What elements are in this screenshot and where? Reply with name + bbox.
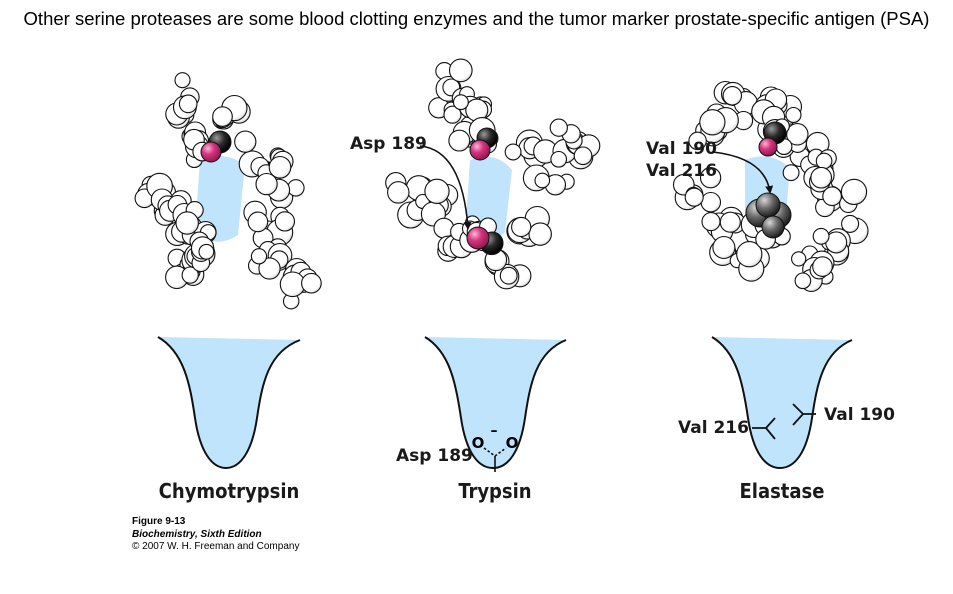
val-atom [761, 215, 785, 239]
atom-sphere [274, 211, 296, 232]
slide-title: Other serine proteases are some blood cl… [23, 8, 930, 29]
elastase-pocket-val190-label: Val 190 [824, 405, 895, 425]
atom-sphere [810, 166, 833, 189]
elastase-val216-label: Val 216 [646, 161, 717, 181]
atom-sphere [504, 143, 522, 161]
trypsin-pocket-asp189-label: Asp 189 [396, 446, 473, 466]
atom-sphere [785, 106, 802, 124]
atom-sphere [794, 272, 812, 290]
atom-sphere [736, 241, 763, 268]
atom-sphere [722, 86, 743, 106]
atom-sphere [250, 248, 268, 265]
atom-sphere [175, 211, 199, 235]
atom-sphere [812, 227, 830, 245]
val216-side-chain [752, 417, 776, 440]
book-title: Biochemistry, Sixth Edition [132, 528, 262, 540]
ser-oxygen-atom [469, 139, 491, 161]
atom-sphere [234, 130, 257, 153]
atom-sphere [701, 212, 721, 232]
atom-sphere [782, 164, 800, 182]
atom-sphere [174, 72, 191, 89]
atom-sphere [287, 179, 305, 197]
carboxylate-oxygen-left: O [472, 434, 485, 452]
atom-sphere [684, 187, 704, 207]
trypsin-asp189-arrow [419, 145, 472, 230]
atom-sphere [424, 178, 450, 204]
copyright: © 2007 W. H. Freeman and Company [132, 541, 300, 552]
trypsin-label: Trypsin [458, 479, 531, 503]
figure-caption: Figure 9-13 Biochemistry, Sixth Edition … [132, 516, 299, 554]
atom-sphere [699, 167, 722, 189]
carboxylate-oxygen-right: O [506, 434, 519, 452]
atom-sphere [268, 155, 292, 179]
atom-sphere [549, 118, 568, 137]
atom-sphere [301, 272, 322, 294]
atom-sphere [448, 129, 471, 152]
chymotrypsin-space-fill-model [134, 72, 322, 310]
atom-sphere [499, 266, 518, 285]
atom-sphere [258, 257, 281, 280]
atom-sphere [387, 181, 410, 204]
atom-sphere [791, 251, 807, 267]
elastase-valine-side-chains: Val 216 Val 190 [678, 403, 895, 440]
atom-sphere [700, 191, 722, 213]
val-atom [755, 192, 781, 218]
trypsin-pocket-shape [425, 337, 566, 468]
chymotrypsin-binding-pocket-highlight [195, 156, 245, 242]
atom-sphere [448, 58, 473, 83]
ser189-oxygen-atom [200, 141, 222, 163]
atom-sphere [550, 150, 568, 168]
elastase-label: Elastase [740, 479, 825, 503]
atom-sphere [719, 211, 741, 233]
trypsin-asp189-label: Asp 189 [350, 134, 427, 154]
trypsin-space-fill-model [385, 58, 601, 290]
atom-sphere [255, 172, 278, 196]
trypsin-carboxylate-group: Asp 189 – O O [396, 423, 518, 472]
elastase-val-arrow [712, 151, 774, 194]
atom-sphere [812, 256, 833, 277]
atom-sphere [840, 178, 868, 206]
atom-sphere [178, 94, 198, 114]
atom-sphere [181, 266, 199, 284]
atom-sphere [247, 211, 269, 233]
atom-sphere [534, 172, 551, 189]
val190-side-chain [792, 403, 816, 426]
atom-sphere [699, 109, 726, 136]
asp189-oxygen-atom [466, 226, 490, 250]
carboxylate-charge: – [491, 423, 498, 439]
atom-sphere [443, 105, 462, 124]
elastase-pocket-val216-label: Val 216 [678, 418, 749, 438]
trypsin-pocket-outline [424, 336, 567, 470]
atom-sphere [841, 214, 860, 233]
atom-sphere [822, 186, 842, 207]
atom-sphere [573, 146, 593, 166]
chymotrypsin-pocket-shape [158, 337, 300, 468]
atom-sphere [511, 216, 532, 238]
elastase-val190-label: Val 190 [646, 139, 717, 159]
atom-sphere [212, 106, 233, 127]
ser-oxygen-atom [758, 137, 778, 157]
atom-sphere [815, 152, 833, 170]
atom-sphere [688, 131, 707, 151]
elastase-space-fill-model [672, 80, 869, 292]
atom-sphere [198, 243, 215, 260]
elastase-pocket-shape [712, 337, 852, 468]
chymotrypsin-label: Chymotrypsin [159, 479, 300, 503]
figure-number: Figure 9-13 [132, 516, 186, 527]
chymotrypsin-pocket-outline [157, 336, 301, 470]
atom-sphere [452, 94, 469, 111]
elastase-pocket-outline [711, 336, 853, 470]
atom-sphere [712, 235, 736, 260]
atom-sphere [528, 222, 552, 246]
